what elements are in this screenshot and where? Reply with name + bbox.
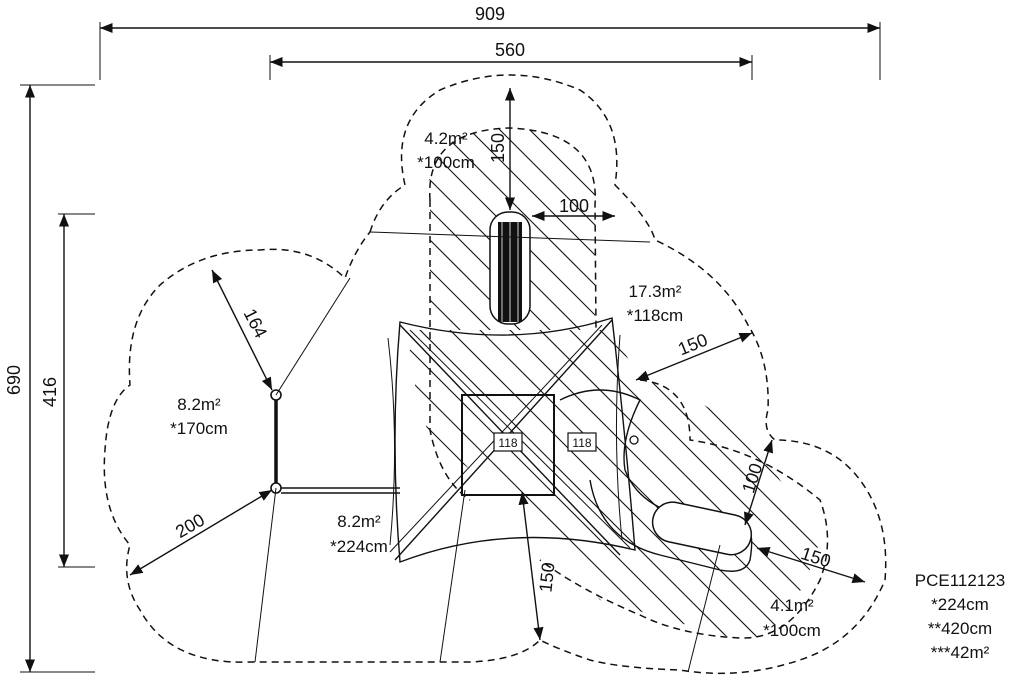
zone-line-5 xyxy=(687,544,721,673)
central-platform xyxy=(461,394,555,496)
area-upper-right-height: *118cm xyxy=(627,306,683,325)
zone-line-4 xyxy=(369,231,651,243)
dim-arrow-right-100 xyxy=(744,439,773,526)
area-lower-right-size: 4.1m² xyxy=(770,596,814,615)
label-top-offset: 100 xyxy=(559,196,589,216)
dim-arrow-right-150 xyxy=(635,332,753,381)
label-inner-height: 416 xyxy=(40,377,60,407)
label-overall-height: 690 xyxy=(4,365,24,395)
area-top-height: *100cm xyxy=(417,153,475,172)
dimension-overall-height xyxy=(20,84,95,673)
area-left-size: 8.2m² xyxy=(177,395,221,414)
area-lower-left-size: 8.2m² xyxy=(337,512,381,531)
product-total-area: ***42m² xyxy=(931,643,990,662)
dim-arrow-bottom-150 xyxy=(518,491,544,641)
safety-zone-outline xyxy=(103,74,887,675)
dimension-inner-width xyxy=(269,55,753,80)
area-lower-right-height: *100cm xyxy=(763,621,821,640)
label-top-clearance: 150 xyxy=(488,133,508,163)
label-lower-150: 150 xyxy=(798,543,833,571)
platform-tag-center: 118 xyxy=(493,432,523,452)
product-fall-height: **420cm xyxy=(928,619,992,638)
inner-zone-left xyxy=(429,200,471,501)
zone-line-1 xyxy=(275,277,351,396)
left-climbing-frame xyxy=(270,389,400,494)
svg-text:118: 118 xyxy=(498,436,517,450)
dim-arrow-lower-150 xyxy=(756,546,866,584)
area-lower-left-height: *224cm xyxy=(330,537,388,556)
product-height: *224cm xyxy=(931,595,989,614)
platform-tag-side: 118 xyxy=(567,432,597,452)
area-left-height: *170cm xyxy=(170,419,228,438)
zone-line-2 xyxy=(254,487,277,663)
label-bottom-150: 150 xyxy=(536,561,559,593)
hatch-right-zone xyxy=(409,330,820,640)
roof-canopy xyxy=(394,317,636,563)
label-radius-200: 200 xyxy=(172,510,208,542)
label-inner-width: 560 xyxy=(495,40,525,60)
area-upper-right-size: 17.3m² xyxy=(629,282,682,301)
dimension-overall-width xyxy=(99,22,881,80)
dimension-inner-height xyxy=(58,213,95,568)
dim-arrow-200 xyxy=(129,489,273,576)
label-right-100: 100 xyxy=(738,461,766,496)
climbing-tube xyxy=(489,211,531,325)
dim-arrow-164 xyxy=(211,269,273,391)
zone-line-3 xyxy=(439,489,466,663)
roof-inner xyxy=(387,334,623,546)
label-right-150: 150 xyxy=(675,330,710,360)
label-overall-width: 909 xyxy=(475,4,505,24)
slide xyxy=(559,389,753,572)
svg-text:118: 118 xyxy=(572,436,591,450)
product-code: PCE112123 xyxy=(915,571,1005,590)
area-top-size: 4.2m² xyxy=(424,129,468,148)
